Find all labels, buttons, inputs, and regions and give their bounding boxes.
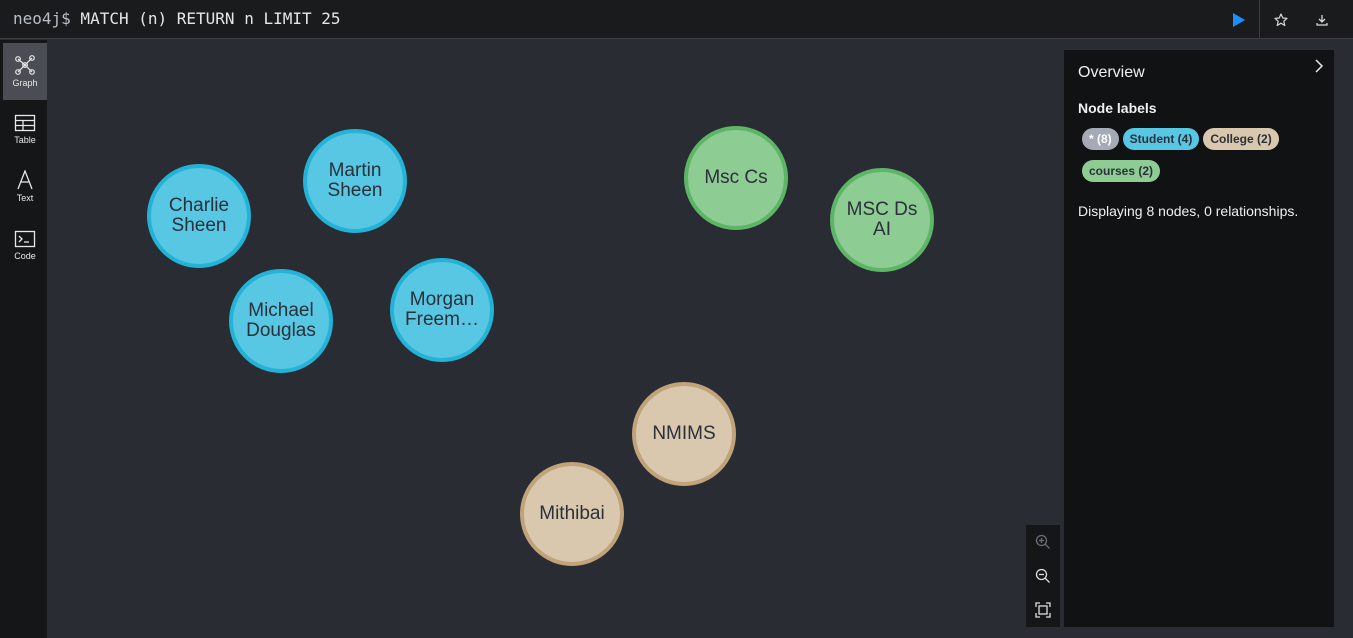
sidebar-item-label: Graph	[12, 78, 38, 88]
sidebar-item-label: Table	[14, 135, 36, 145]
overview-panel: Overview Node labels * (8)Student (4)Col…	[1064, 50, 1334, 627]
graph-node[interactable]: Michael Douglas	[229, 269, 333, 373]
zoom-controls	[1026, 525, 1060, 627]
label-chip-all[interactable]: * (8)	[1082, 128, 1119, 150]
sidebar-item-label: Text	[16, 193, 34, 203]
collapse-panel-button[interactable]	[1311, 58, 1327, 74]
query-bar: neo4j$ MATCH (n) RETURN n LIMIT 25	[0, 0, 1353, 39]
panel-title: Overview	[1078, 64, 1145, 81]
query-editor[interactable]: neo4j$ MATCH (n) RETURN n LIMIT 25	[13, 9, 341, 28]
zoom-out-icon	[1035, 568, 1050, 583]
graph-node[interactable]: Mithibai	[520, 462, 624, 566]
table-icon	[14, 114, 36, 132]
text-icon	[17, 170, 33, 190]
sidebar-item-text[interactable]: Text	[3, 158, 47, 215]
graph-node[interactable]: NMIMS	[632, 382, 736, 486]
run-button[interactable]	[1222, 0, 1256, 39]
graph-node[interactable]: Charlie Sheen	[147, 164, 251, 268]
fit-to-screen-button[interactable]	[1026, 593, 1060, 627]
graph-node[interactable]: MSC Ds AI	[830, 168, 934, 272]
zoom-in-button[interactable]	[1026, 525, 1060, 559]
zoom-in-icon	[1035, 534, 1050, 549]
graph-canvas[interactable]: Charlie Sheen Martin Sheen Michael Dougl…	[47, 40, 1063, 638]
code-icon	[14, 230, 36, 248]
graph-node[interactable]: Msc Cs	[684, 126, 788, 230]
query-prompt: neo4j$	[13, 9, 71, 28]
star-icon	[1274, 12, 1288, 26]
view-switcher: Graph Table Text Code	[0, 40, 47, 638]
sidebar-item-code[interactable]: Code	[3, 217, 47, 274]
label-chip-college[interactable]: College (2)	[1203, 128, 1279, 150]
download-button[interactable]	[1305, 0, 1339, 39]
node-label-chips: * (8)Student (4)College (2) courses (2)	[1082, 128, 1312, 192]
play-icon	[1233, 12, 1245, 27]
sidebar-item-label: Code	[14, 251, 36, 261]
label-chip-courses[interactable]: courses (2)	[1082, 160, 1161, 182]
graph-node[interactable]: Martin Sheen	[303, 129, 407, 233]
favorite-button[interactable]	[1264, 0, 1298, 39]
result-summary: Displaying 8 nodes, 0 relationships.	[1078, 203, 1299, 219]
label-chip-student[interactable]: Student (4)	[1122, 128, 1200, 150]
graph-icon	[15, 55, 35, 75]
sidebar-item-table[interactable]: Table	[3, 101, 47, 158]
sidebar-item-graph[interactable]: Graph	[3, 43, 47, 100]
download-icon	[1316, 14, 1328, 26]
query-text[interactable]: MATCH (n) RETURN n LIMIT 25	[70, 9, 341, 28]
chevron-right-icon	[1315, 59, 1324, 73]
toolbar-divider	[1259, 0, 1260, 39]
graph-node[interactable]: Morgan Freem…	[390, 258, 494, 362]
zoom-out-button[interactable]	[1026, 559, 1060, 593]
fit-icon	[1035, 602, 1051, 618]
node-labels-heading: Node labels	[1078, 100, 1157, 116]
